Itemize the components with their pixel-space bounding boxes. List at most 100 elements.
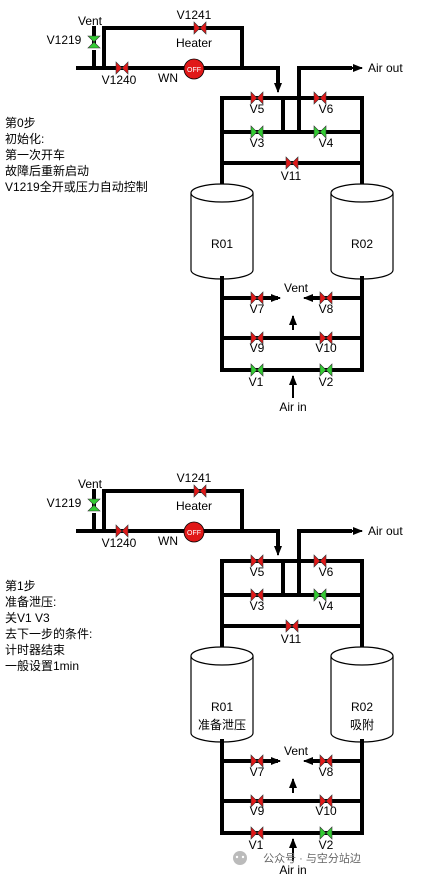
heater-pump[interactable]: OFF (183, 58, 205, 80)
vessel-r02-status: 吸附 (350, 718, 374, 732)
wn-label: WN (158, 534, 178, 548)
valve-v8-label: V8 (319, 302, 334, 316)
step-line: 一般设置1min (5, 658, 79, 673)
valve-v1[interactable] (250, 363, 264, 377)
air-in-label: Air in (279, 863, 306, 877)
vent-mid-label: Vent (284, 744, 309, 758)
heater-label: Heater (176, 499, 212, 513)
vessel-r01-label: R01 (211, 237, 233, 251)
valve-v7[interactable] (250, 754, 264, 768)
air-out-label: Air out (368, 61, 403, 75)
valve-v8[interactable] (319, 291, 333, 305)
valve-v1241[interactable] (193, 21, 207, 35)
step-line: 准备泄压: (5, 595, 56, 609)
valve-v4[interactable] (313, 125, 327, 139)
valve-v7-label: V7 (250, 765, 265, 779)
valve-v11[interactable] (285, 156, 299, 170)
vent-top-label: Vent (78, 477, 103, 491)
valve-v4-label: V4 (319, 136, 334, 150)
air-out-label: Air out (368, 524, 403, 538)
valve-v7[interactable] (250, 291, 264, 305)
valve-v1241-label: V1241 (177, 471, 212, 485)
vessel-r01-label: R01 (211, 700, 233, 714)
valve-v6[interactable] (313, 91, 327, 105)
pump-status-label: OFF (187, 67, 201, 74)
valve-v8-label: V8 (319, 765, 334, 779)
vessel-r02: R02 (330, 183, 394, 280)
step-line: 故障后重新启动 (5, 163, 89, 178)
step-line: 初始化: (5, 132, 44, 146)
valve-v3-label: V3 (250, 599, 265, 613)
valve-v9[interactable] (250, 331, 264, 345)
valve-v6-label: V6 (319, 102, 334, 116)
valve-v1241-label: V1241 (177, 8, 212, 22)
vessel-r02-label: R02 (351, 237, 373, 251)
valve-v1219-label: V1219 (47, 496, 82, 510)
valve-v3-label: V3 (250, 136, 265, 150)
valve-v2-label: V2 (319, 838, 334, 852)
step-line: V1219全开或压力自动控制 (5, 179, 148, 194)
valve-v4[interactable] (313, 588, 327, 602)
valve-v1241[interactable] (193, 484, 207, 498)
valve-v1219[interactable] (87, 498, 101, 512)
valve-v7-label: V7 (250, 302, 265, 316)
valve-v1219[interactable] (87, 35, 101, 49)
valve-v4-label: V4 (319, 599, 334, 613)
vessel-r01: R01 (190, 183, 254, 280)
valve-v11-label: V11 (281, 632, 302, 646)
vent-top-label: Vent (78, 14, 103, 28)
heater-label: Heater (176, 36, 212, 50)
vessel-r01-status: 准备泄压 (198, 718, 246, 732)
valve-v2-label: V2 (319, 375, 334, 389)
vent-mid-label: Vent (284, 281, 309, 295)
valve-v10-label: V10 (315, 341, 337, 355)
valve-v6[interactable] (313, 554, 327, 568)
valve-v5-label: V5 (250, 565, 265, 579)
valve-v5-label: V5 (250, 102, 265, 116)
valve-v9[interactable] (250, 794, 264, 808)
step-line: 第1步 (5, 579, 36, 593)
valve-v11[interactable] (285, 619, 299, 633)
valve-v2[interactable] (319, 363, 333, 377)
valve-v1-label: V1 (249, 375, 264, 389)
valve-v5[interactable] (250, 554, 264, 568)
valve-v6-label: V6 (319, 565, 334, 579)
air-in-label: Air in (279, 400, 306, 414)
valve-v1240-label: V1240 (102, 73, 137, 87)
valve-v2[interactable] (319, 826, 333, 840)
valve-v1240[interactable] (115, 61, 129, 75)
valve-v1240-label: V1240 (102, 536, 137, 550)
valve-v9-label: V9 (250, 804, 265, 818)
valve-v8[interactable] (319, 754, 333, 768)
valve-v10-label: V10 (315, 804, 337, 818)
valve-v9-label: V9 (250, 341, 265, 355)
step-line: 计时器结束 (5, 643, 65, 657)
vessel-r01: R01 准备泄压 (190, 646, 254, 743)
valve-v10[interactable] (319, 794, 333, 808)
valve-v11-label: V11 (281, 169, 302, 183)
watermark-text: 公众号 · 与空分站边 (263, 851, 361, 865)
pump-status-label: OFF (187, 530, 201, 537)
valve-v1240[interactable] (115, 524, 129, 538)
step-line: 去下一步的条件: (5, 626, 92, 641)
valve-v1[interactable] (250, 826, 264, 840)
step-line: 第0步 (5, 116, 36, 130)
valve-v10[interactable] (319, 331, 333, 345)
valve-v3[interactable] (250, 588, 264, 602)
wn-label: WN (158, 71, 178, 85)
valve-v5[interactable] (250, 91, 264, 105)
valve-v1219-label: V1219 (47, 33, 82, 47)
valve-v3[interactable] (250, 125, 264, 139)
heater-pump[interactable]: OFF (183, 521, 205, 543)
step-line: 关V1 V3 (5, 611, 50, 625)
valve-v1-label: V1 (249, 838, 264, 852)
step-line: 第一次开车 (5, 147, 65, 162)
wechat-icon (233, 851, 247, 865)
vessel-r02-label: R02 (351, 700, 373, 714)
vessel-r02: R02 吸附 (330, 646, 394, 743)
